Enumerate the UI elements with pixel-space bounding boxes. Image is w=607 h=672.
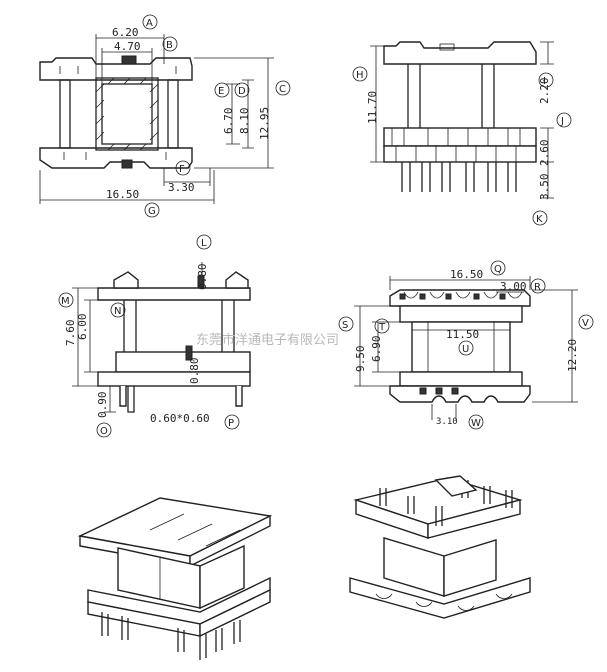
callout-t: T	[374, 318, 390, 334]
callout-l: L	[196, 234, 212, 250]
callout-p: P	[224, 414, 240, 430]
svg-text:J: J	[560, 116, 564, 127]
svg-text:T: T	[378, 322, 386, 333]
isometric-view-right	[349, 475, 531, 619]
svg-text:N: N	[114, 306, 121, 317]
svg-text:B: B	[166, 40, 173, 51]
callout-c: C	[275, 80, 291, 96]
dim-bottom-tab: 0.80	[188, 358, 201, 385]
svg-text:E: E	[218, 86, 224, 97]
callout-f: F	[175, 160, 191, 176]
svg-text:U: U	[462, 344, 469, 355]
pin-view: 6.00 7.60 0.80 0.80 0.90 0.60*0.60 L M N…	[58, 234, 251, 438]
callout-j: J	[556, 112, 572, 128]
svg-text:I: I	[543, 76, 546, 87]
callout-b: B	[162, 36, 178, 52]
dim-top-tab: 0.80	[196, 264, 209, 291]
svg-text:S: S	[342, 320, 348, 331]
svg-text:R: R	[534, 282, 541, 293]
dim-front-overall-height: 12.20	[566, 339, 579, 372]
svg-text:P: P	[228, 418, 234, 429]
dim-slot-width: 3.30	[168, 181, 195, 194]
dim-overall-depth: 12.95	[258, 107, 271, 140]
dim-pin-overall-height: 7.60	[64, 320, 77, 347]
svg-text:C: C	[279, 84, 286, 95]
callout-s: S	[338, 316, 354, 332]
watermark-text: 东莞市洋通电子有限公司	[196, 332, 339, 348]
top-view: 6.20 4.70 6.70 8.10 12.95 3.30 16.50 A B…	[39, 14, 291, 218]
dim-bobbin-height: 11.70	[366, 91, 379, 124]
dim-overall-length: 16.50	[106, 188, 139, 201]
svg-text:H: H	[356, 70, 364, 81]
dim-pin-section: 0.60*0.60	[150, 412, 210, 425]
callout-q: Q	[490, 260, 506, 276]
dim-front-core-width: 11.50	[446, 328, 479, 341]
dim-window-depth: 8.10	[238, 108, 251, 135]
dim-flange-thickness: 2.20	[538, 78, 551, 105]
callout-o: O	[96, 422, 112, 438]
callout-g: G	[144, 202, 160, 218]
callout-w: W	[468, 414, 484, 430]
callout-u: U	[458, 340, 474, 356]
dim-pin-offset: 0.90	[96, 392, 109, 419]
dim-top-width-inner: 6.20	[112, 26, 139, 39]
dim-front-overall-width: 16.50	[450, 268, 483, 281]
callout-e: E	[214, 82, 230, 98]
callout-n: N	[110, 302, 126, 318]
svg-text:K: K	[536, 214, 543, 225]
callout-d: D	[234, 82, 250, 98]
dim-pin-window: 6.00	[76, 314, 89, 341]
front-view: 16.50 3.00 9.50 6.90 11.50 12.20 3.10 Q …	[338, 260, 594, 430]
callout-i: I	[538, 72, 554, 88]
dim-core-depth: 6.70	[222, 108, 235, 135]
svg-text:L: L	[201, 238, 207, 249]
svg-text:G: G	[148, 206, 156, 217]
dim-base-thickness: 2.60	[538, 140, 551, 167]
dim-notch-pitch: 3.00	[500, 280, 527, 293]
side-view: 11.70 2.20 2.60 3.50 H I J K	[352, 41, 572, 226]
dim-front-core-height: 6.90	[370, 336, 383, 363]
callout-m: M	[58, 292, 74, 308]
svg-text:Q: Q	[494, 264, 502, 275]
svg-text:A: A	[146, 18, 153, 29]
callout-a: A	[142, 14, 158, 30]
callout-v: V	[578, 314, 594, 330]
svg-text:M: M	[61, 296, 70, 307]
svg-text:V: V	[582, 318, 589, 329]
dim-front-slot: 3.10	[436, 417, 458, 427]
callout-k: K	[532, 210, 548, 226]
callout-r: R	[530, 278, 546, 294]
dim-front-winding-height: 9.50	[354, 346, 367, 373]
isometric-view-left	[77, 497, 273, 660]
svg-text:W: W	[471, 418, 481, 429]
dim-core-width: 4.70	[114, 40, 141, 53]
svg-text:D: D	[238, 86, 246, 97]
svg-text:O: O	[100, 426, 108, 437]
callout-h: H	[352, 66, 368, 82]
svg-text:F: F	[179, 164, 185, 175]
dim-pin-length: 3.50	[538, 174, 551, 201]
